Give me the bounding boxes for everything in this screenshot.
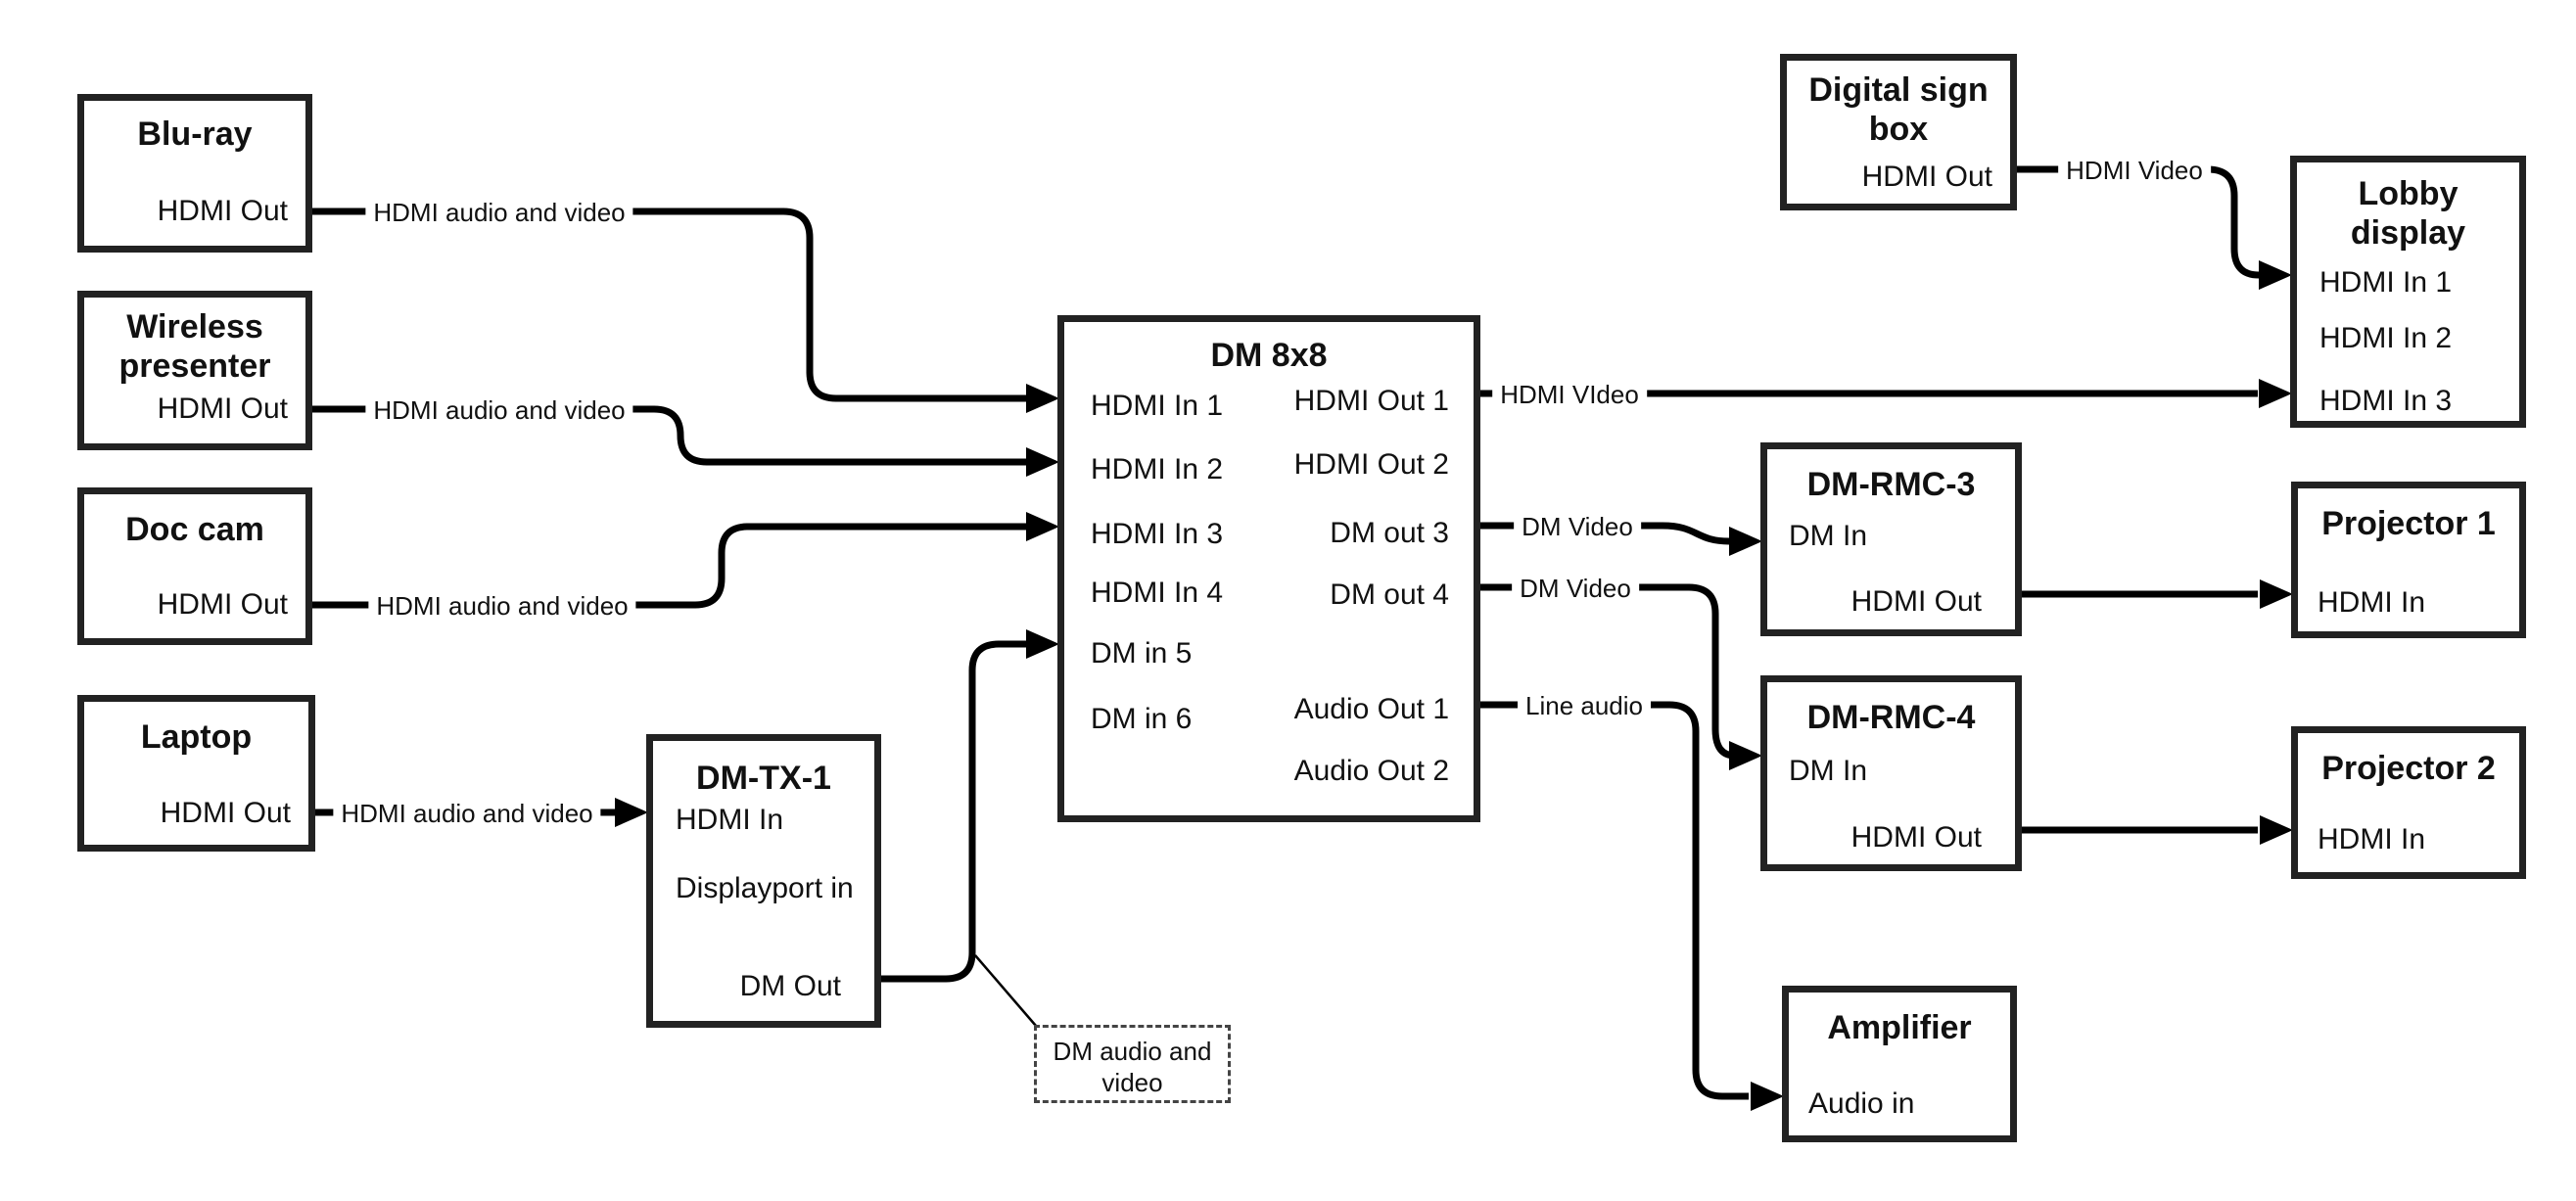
arrowhead-in5 — [1026, 629, 1059, 659]
arrowhead-in1 — [1026, 384, 1059, 413]
port-dm8x8-audio-out-1: Audio Out 1 — [1293, 693, 1449, 725]
node-dmrmc4: DM-RMC-4 DM In HDMI Out — [1760, 675, 2022, 871]
edge-label-doccam: HDMI audio and video — [368, 591, 636, 621]
arrowhead-proj2 — [2260, 815, 2293, 845]
edge-label-wireless: HDMI audio and video — [365, 395, 633, 425]
edge-label-out1-video: HDMI VIdeo — [1492, 380, 1647, 409]
port-dm8x8-hdmi-in-2: HDMI In 2 — [1091, 453, 1224, 485]
node-digital-sign-title: Digital sign box — [1808, 71, 1989, 148]
edge-label-sign-video: HDMI Video — [2058, 156, 2211, 185]
wire-wireless-to-dm8x8-in2 — [312, 405, 1028, 466]
edge-label-line-audio: Line audio — [1518, 691, 1651, 720]
node-lobby-display: Lobby display HDMI In 1 HDMI In 2 HDMI I… — [2290, 156, 2526, 428]
node-dmrmc3-title: DM-RMC-3 — [1806, 466, 1976, 503]
node-doccam: Doc cam HDMI Out — [77, 487, 312, 645]
port-projector2-hdmi-in: HDMI In — [2318, 823, 2426, 855]
port-dm8x8-dm-in-5: DM in 5 — [1091, 637, 1193, 670]
port-lobby-hdmi-in-2: HDMI In 2 — [2319, 322, 2453, 354]
node-dmtx1: DM-TX-1 HDMI In Displayport in DM Out — [646, 734, 881, 1028]
arrowhead-dmrmc4 — [1729, 741, 1762, 770]
edge-label-bluray: HDMI audio and video — [365, 198, 633, 227]
port-projector1-hdmi-in: HDMI In — [2318, 586, 2426, 619]
node-dm8x8: DM 8x8 HDMI In 1 HDMI In 2 HDMI In 3 HDM… — [1057, 315, 1480, 822]
node-amplifier-title: Amplifier — [1827, 1009, 1972, 1046]
port-doccam-hdmi-out: HDMI Out — [157, 588, 288, 621]
node-projector1: Projector 1 HDMI In — [2291, 482, 2526, 638]
port-dmrmc4-hdmi-out: HDMI Out — [1850, 821, 1982, 854]
node-laptop-title: Laptop — [140, 718, 253, 756]
node-projector2-title: Projector 2 — [2321, 750, 2496, 787]
node-projector2: Projector 2 HDMI In — [2291, 726, 2526, 879]
wire-dmtx1-to-dm8x8-in5 — [881, 640, 1028, 983]
arrowhead-in2 — [1026, 447, 1059, 477]
arrowhead-amplifier — [1751, 1082, 1784, 1111]
node-projector1-title: Projector 1 — [2321, 505, 2496, 542]
edge-label-laptop: HDMI audio and video — [333, 799, 601, 828]
node-laptop: Laptop HDMI Out — [77, 695, 315, 852]
arrowhead-dmrmc3 — [1729, 527, 1762, 556]
arrowheads — [615, 260, 2293, 1111]
port-dmrmc3-dm-in: DM In — [1789, 520, 1868, 552]
wire-dm8x8-aout1-to-amplifier — [1480, 701, 1749, 1100]
wire-bluray-to-dm8x8-in1 — [312, 208, 1028, 402]
port-laptop-hdmi-out: HDMI Out — [160, 797, 291, 829]
wire-dm8x8-out4-to-dmrmc4 — [1480, 583, 1736, 760]
node-dm8x8-title: DM 8x8 — [1210, 337, 1328, 374]
arrowhead-lobby-in3 — [2259, 379, 2292, 408]
node-wireless-title: Wireless presenter — [118, 308, 271, 385]
node-bluray: Blu-ray HDMI Out — [77, 94, 312, 253]
node-dmtx1-title: DM-TX-1 — [696, 760, 831, 797]
note-text: DM audio and video — [1053, 1037, 1212, 1097]
node-wireless-presenter: Wireless presenter HDMI Out — [77, 291, 312, 450]
port-dmrmc4-dm-in: DM In — [1789, 755, 1868, 787]
wire-doccam-to-dm8x8-in3 — [312, 523, 1028, 609]
node-digital-sign-box: Digital sign box HDMI Out — [1780, 54, 2017, 210]
node-bluray-title: Blu-ray — [137, 115, 253, 153]
port-dm8x8-hdmi-out-1: HDMI Out 1 — [1293, 385, 1449, 417]
port-dm8x8-hdmi-in-3: HDMI In 3 — [1091, 518, 1224, 550]
port-dm8x8-dm-out-3: DM out 3 — [1330, 517, 1449, 549]
arrowhead-lobby-in1 — [2259, 260, 2292, 290]
arrowhead-in3 — [1026, 512, 1059, 541]
node-dmrmc3: DM-RMC-3 DM In HDMI Out — [1760, 442, 2022, 636]
port-dmrmc3-hdmi-out: HDMI Out — [1850, 585, 1982, 618]
port-lobby-hdmi-in-3: HDMI In 3 — [2319, 385, 2453, 417]
port-dmtx1-hdmi-in: HDMI In — [676, 804, 784, 836]
port-dm8x8-dm-out-4: DM out 4 — [1330, 578, 1449, 611]
edge-label-out3-dm: DM Video — [1514, 512, 1641, 541]
node-lobby-title: Lobby display — [2350, 175, 2466, 252]
port-lobby-hdmi-in-1: HDMI In 1 — [2319, 266, 2453, 299]
port-bluray-hdmi-out: HDMI Out — [157, 195, 288, 227]
node-amplifier: Amplifier Audio in — [1782, 986, 2017, 1142]
arrowhead-proj1 — [2260, 579, 2293, 609]
port-dm8x8-dm-in-6: DM in 6 — [1091, 703, 1193, 735]
port-dmtx1-displayport-in: Displayport in — [676, 872, 854, 904]
port-dm8x8-hdmi-in-4: HDMI In 4 — [1091, 577, 1224, 609]
edge-label-out4-dm: DM Video — [1512, 574, 1639, 603]
port-amplifier-audio-in: Audio in — [1808, 1087, 1915, 1120]
port-dm8x8-hdmi-in-1: HDMI In 1 — [1091, 390, 1224, 422]
node-dmrmc4-title: DM-RMC-4 — [1806, 699, 1976, 736]
port-digital-sign-hdmi-out: HDMI Out — [1861, 161, 1992, 193]
port-dm8x8-audio-out-2: Audio Out 2 — [1293, 755, 1449, 787]
port-wireless-hdmi-out: HDMI Out — [157, 393, 288, 425]
port-dm8x8-hdmi-out-2: HDMI Out 2 — [1293, 448, 1449, 481]
callout-line — [974, 954, 1037, 1027]
node-doccam-title: Doc cam — [125, 511, 264, 548]
arrowhead-dmtx1 — [615, 798, 648, 827]
port-dmtx1-dm-out: DM Out — [739, 970, 841, 1002]
note-dm-audio-and-video: DM audio and video — [1034, 1025, 1231, 1103]
wire-dm8x8-out3-to-dmrmc3 — [1480, 522, 1730, 545]
wire-digitalsign-to-lobby-in1 — [2017, 165, 2260, 279]
